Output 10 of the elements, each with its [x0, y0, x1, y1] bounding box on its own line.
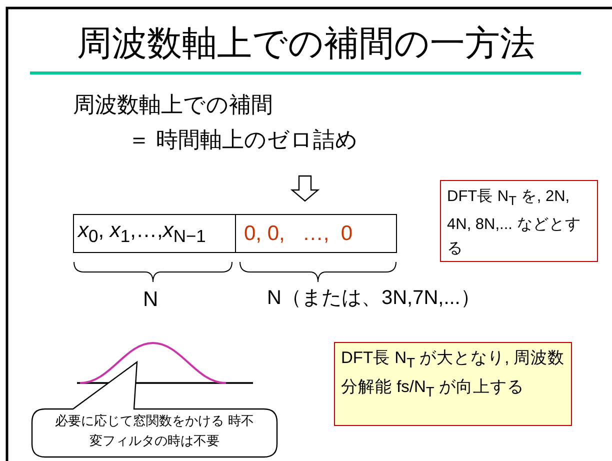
sample-box: x$_{0}$, x$_{1}$,…,x$_{N−1}$ — [73, 214, 236, 253]
zero-padding-box: 0, 0, …, 0 — [236, 214, 397, 253]
callout-bubble: 必要に応じて窓関数をかける 時不変フィルタの時は不要 — [31, 360, 278, 458]
length-label: N — [143, 287, 158, 312]
slide-title: 周波数軸上での補間の一方法 — [76, 23, 536, 65]
equation-text: ＝ 時間軸上のゼロ詰め — [128, 127, 358, 153]
heading-text: 周波数軸上での補間 — [73, 92, 273, 118]
note-box: DFT長 N$_{T}$ が大となり, 周波数分解能 fs/N$_{T}$ が向上する — [334, 342, 572, 426]
note-box: DFT長 N$_{T}$ を, 2N, 4N, 8N,... などとする — [440, 180, 598, 262]
length-label: N（または、3N,7N,...） — [267, 286, 480, 310]
